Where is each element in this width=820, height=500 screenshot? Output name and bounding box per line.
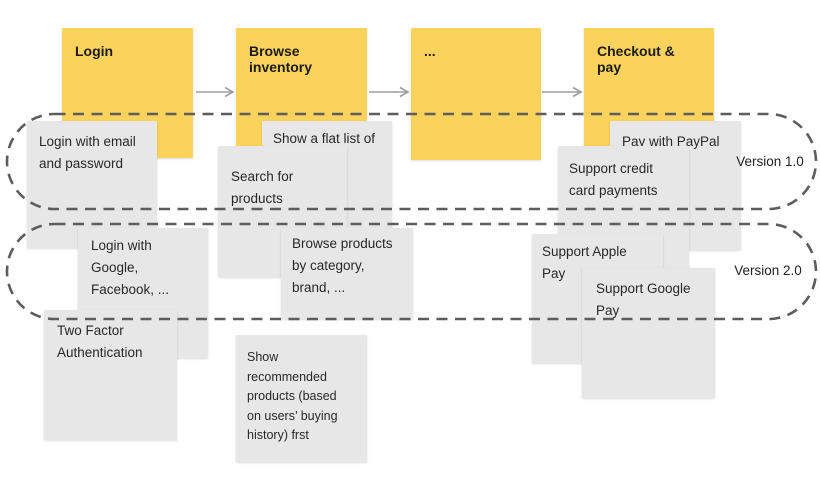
sticky-text: Support Google Pay — [596, 281, 691, 318]
activity-title: ... — [424, 43, 436, 59]
activity-title: Browse inventory — [249, 43, 313, 75]
activity-title: Checkout & pay — [597, 43, 675, 75]
lane-label-version-1: Version 1.0 — [736, 154, 804, 169]
sticky-text: Two Factor Authentication — [57, 323, 143, 360]
activity-title: Login — [75, 43, 114, 59]
lane-label-version-2: Version 2.0 — [734, 263, 802, 278]
sticky-note[interactable]: Two Factor Authentication — [44, 310, 177, 440]
flow-arrow[interactable] — [196, 86, 235, 98]
activity-note[interactable]: ... — [411, 28, 541, 160]
sticky-text: Show recommended products (based on user… — [247, 350, 338, 442]
flow-arrow[interactable] — [369, 86, 410, 98]
sticky-text: Login with Google, Facebook, ... — [91, 238, 170, 297]
sticky-text: Search for products — [231, 169, 294, 206]
flow-arrow[interactable] — [542, 86, 583, 98]
sticky-text: Login with email and password — [39, 134, 136, 171]
sticky-text: Browse products by category, brand, ... — [292, 236, 393, 295]
sticky-text: Support credit card payments — [569, 161, 658, 198]
sticky-note[interactable]: Browse products by category, brand, ... — [281, 228, 413, 319]
sticky-note[interactable]: Support Google Pay — [582, 268, 715, 398]
sticky-note[interactable]: Show recommended products (based on user… — [236, 335, 367, 462]
